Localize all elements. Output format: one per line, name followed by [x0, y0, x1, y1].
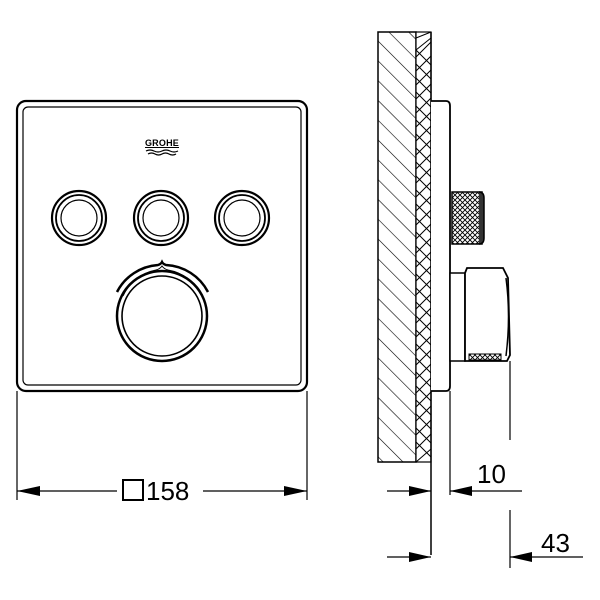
knurled-button-side: [451, 191, 485, 245]
function-button-2: [132, 189, 190, 247]
function-button-3: [213, 189, 271, 247]
thermostat-knob: [115, 259, 210, 363]
wall-section: [377, 31, 417, 463]
function-button-1: [50, 189, 108, 247]
cover-plate-inner: [22, 106, 302, 386]
grohe-logo-icon: GROHE: [145, 138, 179, 156]
plate-profile: [431, 100, 451, 392]
front-view: GROHE: [15, 99, 309, 506]
svg-text:10: 10: [477, 459, 506, 489]
depth-dimension-43: 43: [387, 528, 583, 562]
width-dimension: 158: [17, 476, 307, 506]
svg-text:43: 43: [541, 528, 570, 558]
depth-dimension-10: 10: [387, 459, 522, 496]
square-symbol-icon: [122, 479, 144, 501]
svg-text:GROHE: GROHE: [145, 138, 179, 148]
tile-layer: [415, 31, 432, 463]
side-view: 10 43: [377, 31, 583, 568]
svg-text:158: 158: [146, 476, 189, 506]
thermostat-knob-side: [449, 267, 511, 362]
